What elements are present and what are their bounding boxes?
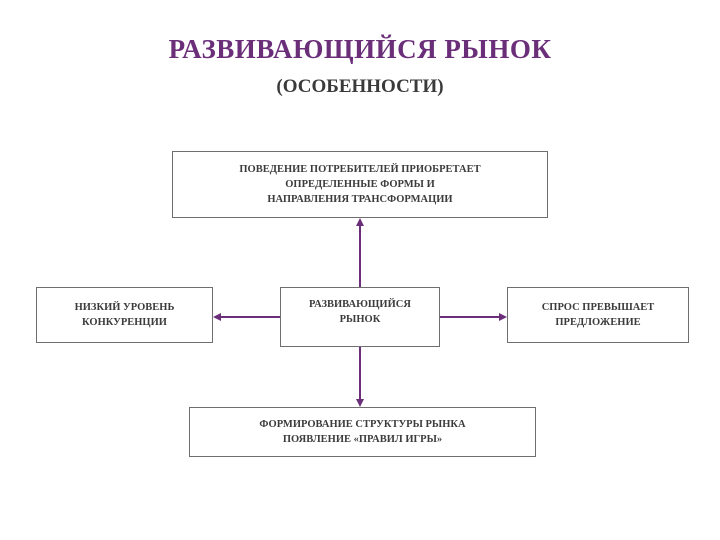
page-title: РАЗВИВАЮЩИЙСЯ РЫНОК — [168, 34, 552, 64]
node-consumer-behavior: ПОВЕДЕНИЕ ПОТРЕБИТЕЛЕЙ ПРИОБРЕТАЕТ ОПРЕД… — [172, 151, 548, 218]
node-developing-market: РАЗВИВАЮЩИЙСЯ РЫНОК — [280, 287, 440, 347]
node-demand-exceeds-supply: СПРОС ПРЕВЫШАЕТ ПРЕДЛОЖЕНИЕ — [507, 287, 689, 343]
node-low-competition: НИЗКИЙ УРОВЕНЬ КОНКУРЕНЦИИ — [36, 287, 213, 343]
node-market-structure: ФОРМИРОВАНИЕ СТРУКТУРЫ РЫНКА ПОЯВЛЕНИЕ «… — [189, 407, 536, 457]
page-subtitle: (ОСОБЕННОСТИ) — [276, 76, 444, 97]
